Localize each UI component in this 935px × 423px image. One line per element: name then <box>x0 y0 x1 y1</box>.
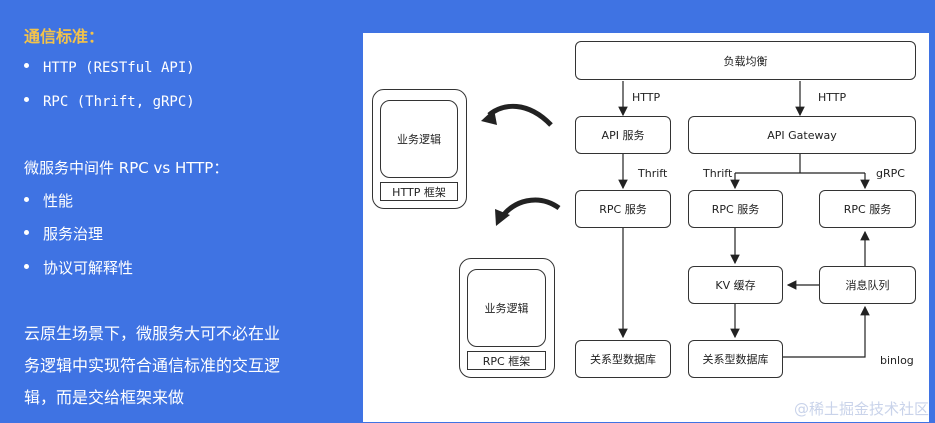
rpc-framework-tag: RPC 框架 <box>467 351 546 370</box>
message-queue-label: 消息队列 <box>845 279 890 292</box>
kv-cache-box: KV 缓存 <box>688 266 783 304</box>
database-label: 关系型数据库 <box>702 353 769 366</box>
api-gateway-label: API Gateway <box>767 128 837 142</box>
point-label: 协议可解释性 <box>43 259 134 277</box>
kv-cache-label: KV 缓存 <box>715 279 756 292</box>
section-title: 通信标准： <box>24 27 105 46</box>
edge-label-binlog: binlog <box>880 354 914 367</box>
edge-label-grpc: gRPC <box>876 167 905 180</box>
paragraph-line-2: 务逻辑中实现符合通信标准的交互逻 <box>24 356 281 375</box>
api-service-label: API 服务 <box>601 129 645 142</box>
api-gateway-box: API Gateway <box>688 116 916 154</box>
edge-label-thrift-2: Thrift <box>703 167 733 180</box>
http-framework-label: HTTP 框架 <box>392 185 446 199</box>
bullet-icon <box>24 197 29 202</box>
database-box-1: 关系型数据库 <box>575 340 671 378</box>
connector-layer <box>481 81 870 358</box>
edge-label-http-2: HTTP <box>818 91 847 104</box>
database-box-2: 关系型数据库 <box>688 340 783 378</box>
bullet-icon <box>24 97 29 102</box>
middleware-title: 微服务中间件 RPC vs HTTP： <box>24 159 229 177</box>
rpc-framework-label: RPC 框架 <box>482 354 531 368</box>
rpc-service-box-1: RPC 服务 <box>575 190 671 228</box>
database-label: 关系型数据库 <box>590 353 656 366</box>
business-logic-label: 业务逻辑 <box>397 133 441 146</box>
rpc-service-box-2: RPC 服务 <box>688 190 783 228</box>
curved-arrow-rpc <box>499 197 561 219</box>
bullet-icon <box>24 230 29 235</box>
point-label: 性能 <box>43 192 74 210</box>
standard-label: RPC (Thrift, gRPC) <box>43 94 195 110</box>
standard-label: HTTP (RESTful API) <box>43 60 195 76</box>
standard-item-http: HTTP (RESTful API) <box>24 58 195 76</box>
bullet-icon <box>24 264 29 269</box>
rpc-business-logic-box: 业务逻辑 <box>467 269 546 347</box>
http-business-logic-box: 业务逻辑 <box>380 100 458 178</box>
paragraph-line-3: 辑，而是交给框架来做 <box>24 388 185 407</box>
rpc-service-box-3: RPC 服务 <box>819 190 916 228</box>
architecture-diagram: 负载均衡 API 服务 API Gateway RPC 服务 RPC 服务 RP… <box>363 33 929 422</box>
point-performance: 性能 <box>24 190 73 211</box>
rpc-service-label: RPC 服务 <box>711 203 760 216</box>
watermark: @稀土掘金技术社区 <box>793 400 929 418</box>
paragraph-line-1: 云原生场景下，微服务大可不必在业 <box>24 324 281 343</box>
point-governance: 服务治理 <box>24 223 103 244</box>
point-label: 服务治理 <box>43 225 104 243</box>
edge-label-thrift-1: Thrift <box>638 167 668 180</box>
business-logic-label: 业务逻辑 <box>484 302 529 315</box>
rpc-service-label: RPC 服务 <box>843 203 892 216</box>
edge-label-http-1: HTTP <box>632 91 661 104</box>
message-queue-box: 消息队列 <box>819 266 916 304</box>
standard-item-rpc: RPC (Thrift, gRPC) <box>24 92 195 110</box>
api-service-box: API 服务 <box>575 116 671 154</box>
bullet-icon <box>24 63 29 68</box>
rpc-service-label: RPC 服务 <box>599 203 647 216</box>
http-framework-tag: HTTP 框架 <box>380 182 458 201</box>
load-balancer-box: 负载均衡 <box>575 41 916 80</box>
load-balancer-label: 负载均衡 <box>723 54 768 68</box>
point-interpretability: 协议可解释性 <box>24 257 133 278</box>
curved-arrow-http <box>487 103 553 127</box>
